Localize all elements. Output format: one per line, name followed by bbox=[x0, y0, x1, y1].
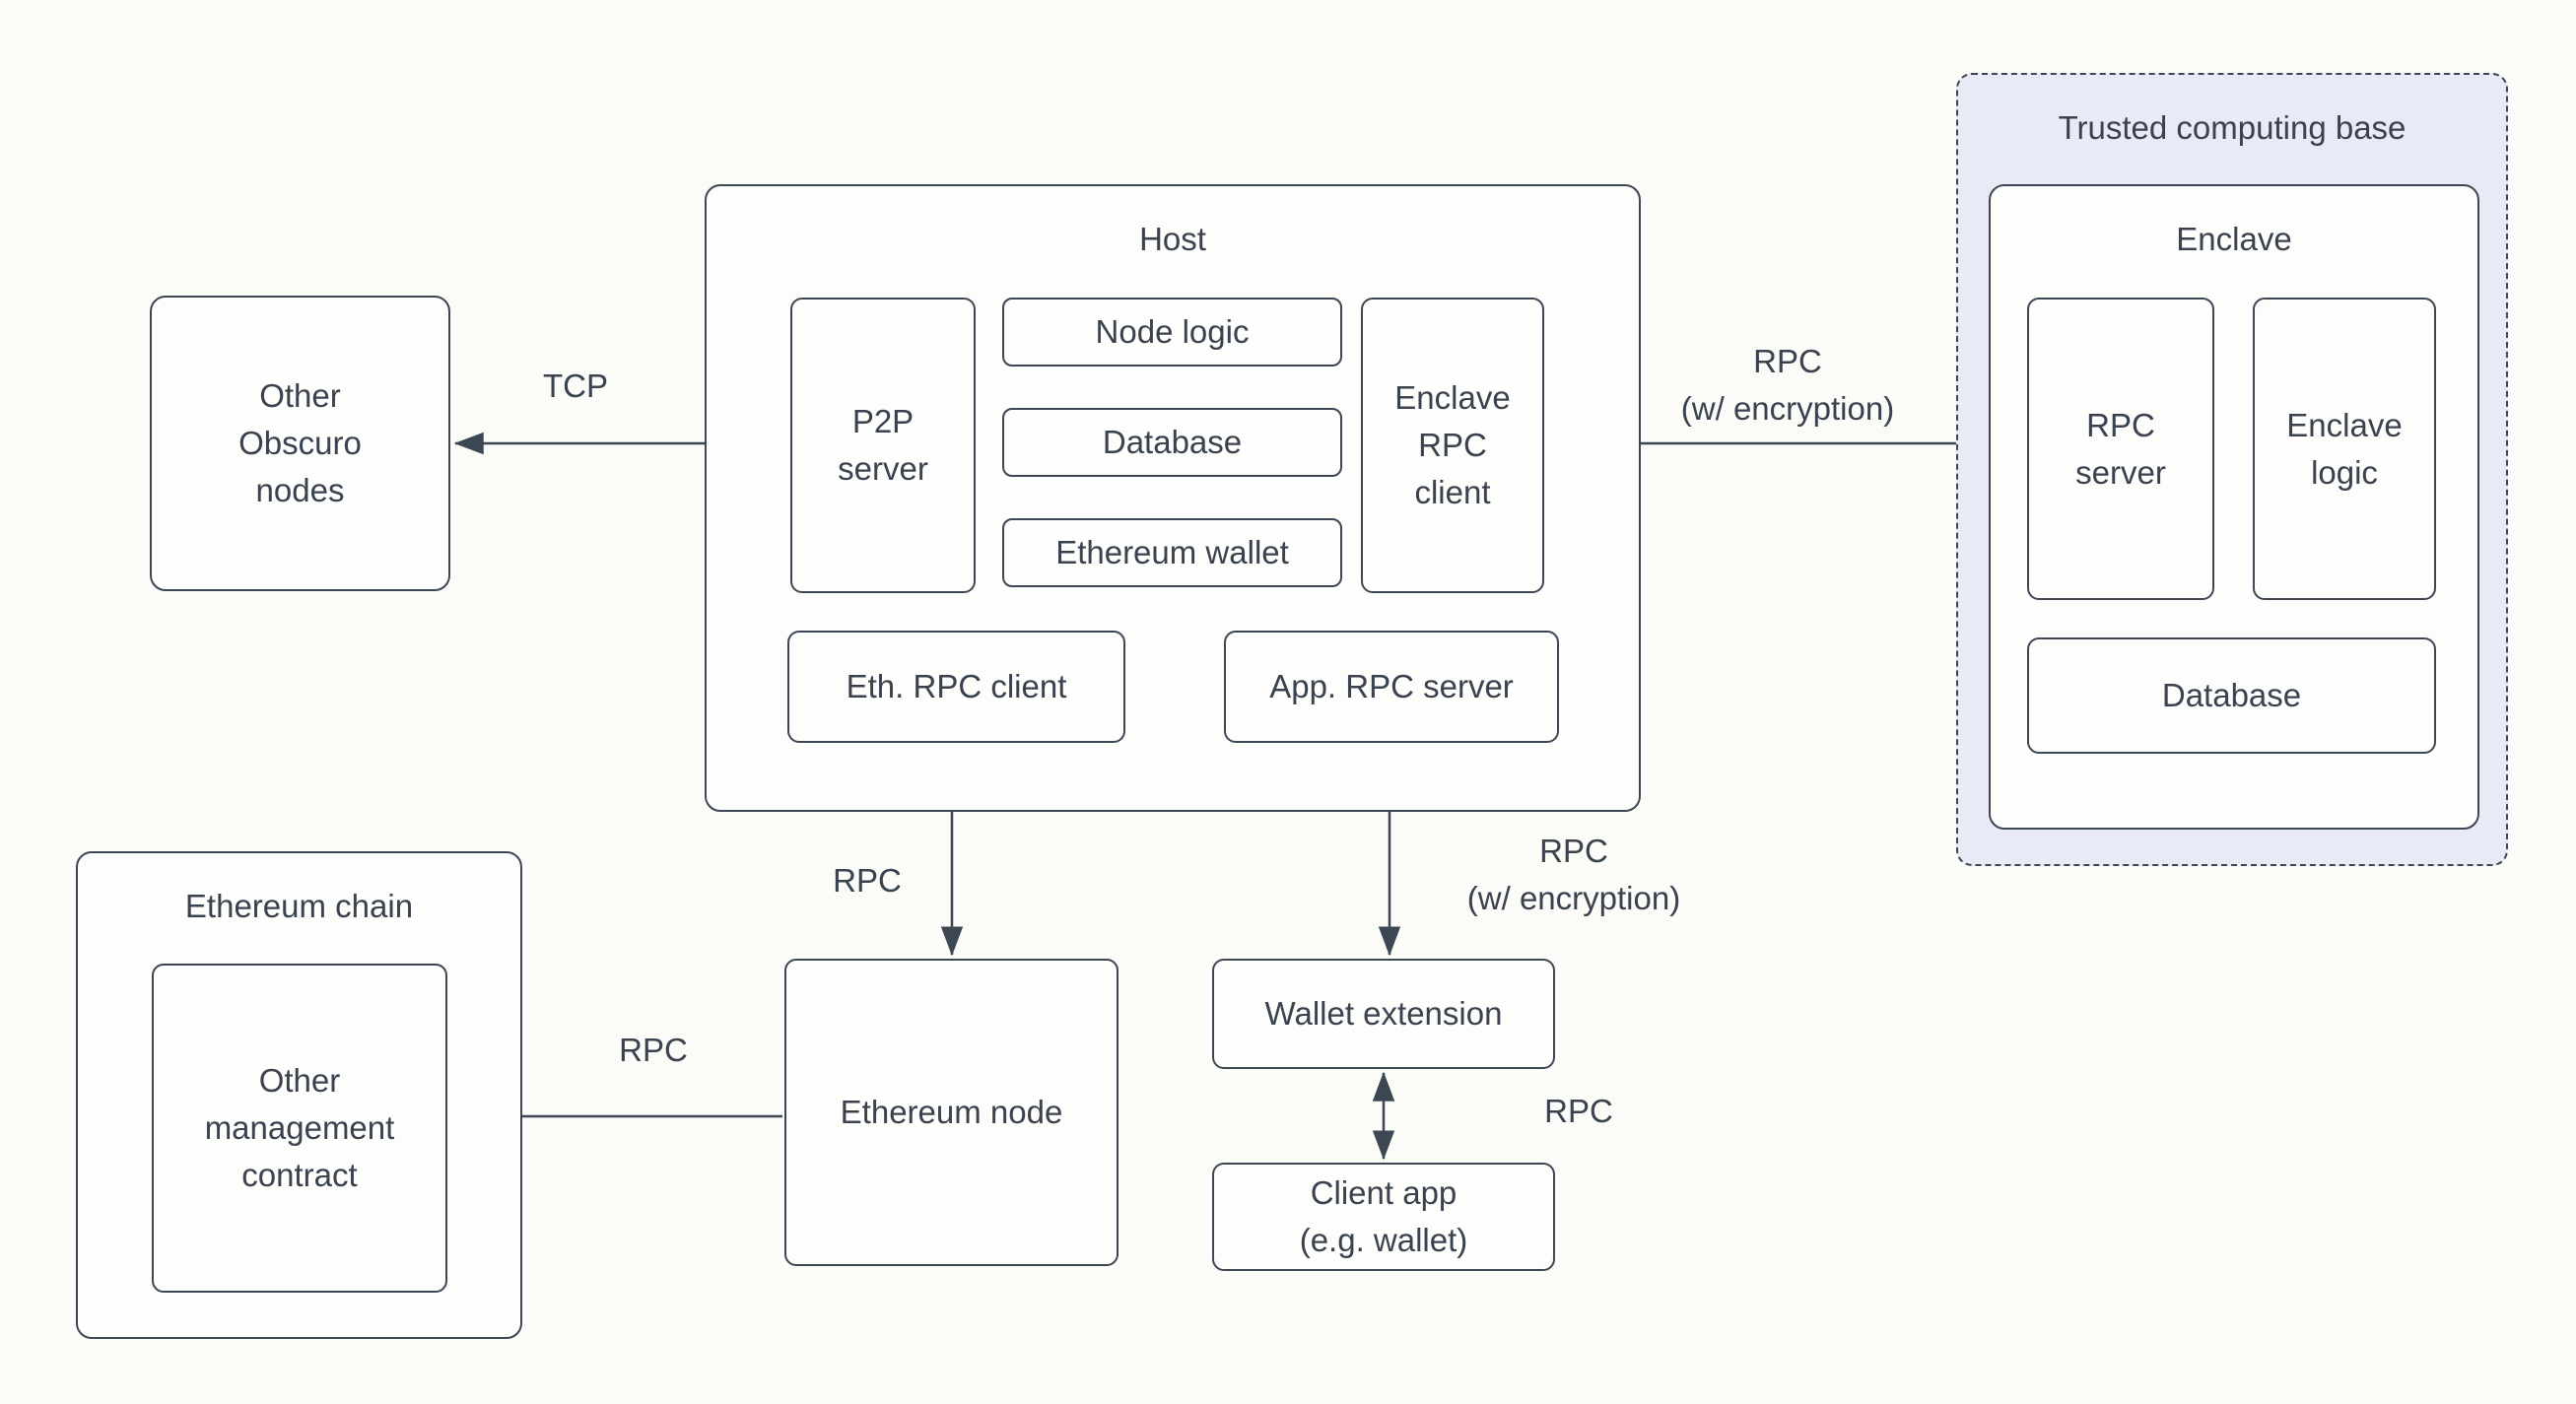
enclave-logic-box: Enclave logic bbox=[2253, 298, 2436, 600]
node-logic-label: Node logic bbox=[1095, 313, 1250, 351]
eth-rpc-client-box: Eth. RPC client bbox=[787, 631, 1125, 743]
edge-label-rpc-encryption-enclave: RPC (w/ encryption) bbox=[1680, 343, 1895, 427]
app-rpc-server-box: App. RPC server bbox=[1224, 631, 1559, 743]
enclave-rpc-client-label: Enclave RPC client bbox=[1394, 379, 1511, 510]
ethereum-node-box: Ethereum node bbox=[784, 959, 1119, 1266]
ethereum-wallet-box: Ethereum wallet bbox=[1002, 518, 1342, 587]
enclave-rpc-client-box: Enclave RPC client bbox=[1361, 298, 1544, 593]
wallet-extension-label: Wallet extension bbox=[1264, 995, 1503, 1033]
edge-label-tcp: TCP bbox=[543, 368, 608, 405]
edge-label-rpc-encryption-wallet: RPC (w/ encryption) bbox=[1466, 833, 1681, 916]
trusted-computing-base-container: Trusted computing base Enclave RPC serve… bbox=[1956, 73, 2508, 866]
enclave-database-box: Database bbox=[2027, 637, 2436, 754]
p2p-server-label: P2P server bbox=[838, 403, 928, 487]
other-management-contract-box: Other management contract bbox=[152, 964, 447, 1293]
ethereum-chain-container: Ethereum chain Other management contract bbox=[76, 851, 522, 1339]
ethereum-wallet-label: Ethereum wallet bbox=[1055, 534, 1289, 571]
other-obscuro-nodes-box: Other Obscuro nodes bbox=[150, 296, 450, 591]
trusted-computing-base-title: Trusted computing base bbox=[2058, 109, 2407, 146]
p2p-server-box: P2P server bbox=[790, 298, 976, 593]
ethereum-chain-title: Ethereum chain bbox=[184, 888, 414, 924]
host-container: Host P2P server Node logic Database Ethe… bbox=[705, 184, 1641, 812]
enclave-logic-label: Enclave logic bbox=[2286, 406, 2403, 491]
enclave-title: Enclave bbox=[2176, 221, 2292, 257]
ethereum-node-label: Ethereum node bbox=[840, 1094, 1063, 1131]
edge-label-rpc-node-contract: RPC bbox=[619, 1032, 688, 1069]
client-app-box: Client app (e.g. wallet) bbox=[1212, 1163, 1555, 1271]
node-logic-box: Node logic bbox=[1002, 298, 1342, 367]
wallet-extension-box: Wallet extension bbox=[1212, 959, 1555, 1069]
other-obscuro-nodes-label: Other Obscuro nodes bbox=[238, 377, 362, 508]
other-management-contract-label: Other management contract bbox=[204, 1062, 395, 1193]
rpc-server-label: RPC server bbox=[2075, 406, 2166, 491]
client-app-label: Client app (e.g. wallet) bbox=[1299, 1174, 1468, 1258]
enclave-database-label: Database bbox=[2161, 677, 2302, 714]
app-rpc-server-label: App. RPC server bbox=[1269, 668, 1514, 705]
host-database-box: Database bbox=[1002, 408, 1342, 477]
rpc-server-box: RPC server bbox=[2027, 298, 2214, 600]
eth-rpc-client-label: Eth. RPC client bbox=[846, 668, 1067, 705]
edge-label-rpc-wallet-client: RPC bbox=[1544, 1093, 1613, 1130]
host-database-label: Database bbox=[1102, 424, 1243, 461]
edge-label-rpc-eth-node: RPC bbox=[833, 862, 902, 900]
enclave-container: Enclave RPC server Enclave logic Databas… bbox=[1989, 184, 2479, 830]
host-title: Host bbox=[1139, 221, 1206, 257]
